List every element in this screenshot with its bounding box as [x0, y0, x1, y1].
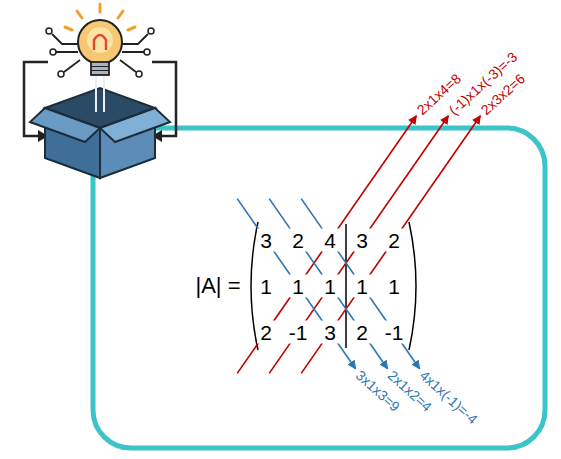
- circuit-node: [46, 28, 52, 34]
- idea-icon: [24, 4, 176, 178]
- diagonal-arrow: [269, 116, 448, 374]
- bulb-filament: [94, 35, 106, 50]
- matrix-entry: -1: [382, 321, 407, 344]
- box-flap: [30, 108, 100, 142]
- matrix-bracket: [409, 222, 416, 350]
- matrix-entry: 3: [257, 229, 275, 252]
- matrix-entry: 3: [353, 229, 371, 252]
- bulb-base: [91, 62, 109, 75]
- circuit-node: [58, 71, 64, 77]
- bulb-glow: [87, 27, 113, 53]
- matrix-entry: -1: [286, 321, 311, 344]
- matrix-entry: 4: [321, 229, 339, 252]
- panel-frame: [93, 128, 545, 448]
- diagonal-arrow: [237, 199, 355, 369]
- box-flap: [100, 108, 170, 142]
- determinant-symbol: |A| =: [195, 275, 240, 297]
- matrix-entry: 1: [321, 275, 339, 298]
- diagonal-arrows: [237, 116, 480, 374]
- circuit-node: [144, 49, 150, 55]
- bulb-thread: [91, 67, 109, 71]
- diagonal-arrow: [269, 199, 387, 369]
- diagonal-arrow: [301, 199, 419, 369]
- diagonal-arrow: [237, 116, 416, 374]
- matrix-entry: 1: [289, 275, 307, 298]
- matrix-entry: 1: [385, 275, 403, 298]
- matrix-entry: 2: [385, 229, 403, 252]
- circuit-node: [148, 28, 154, 34]
- matrix-entry: 1: [257, 275, 275, 298]
- matrix-divider: [345, 224, 347, 348]
- matrix-entry: 3: [321, 321, 339, 344]
- circuit-node: [136, 71, 142, 77]
- matrix-entry: 1: [353, 275, 371, 298]
- matrix-entry: 2: [353, 321, 371, 344]
- bulb-glass: [78, 20, 122, 64]
- diagonal-arrow: [301, 116, 480, 374]
- circuit-node: [50, 49, 56, 55]
- matrix-entry: 2: [289, 229, 307, 252]
- matrix-entry: 2: [257, 321, 275, 344]
- light-beam: [96, 76, 104, 112]
